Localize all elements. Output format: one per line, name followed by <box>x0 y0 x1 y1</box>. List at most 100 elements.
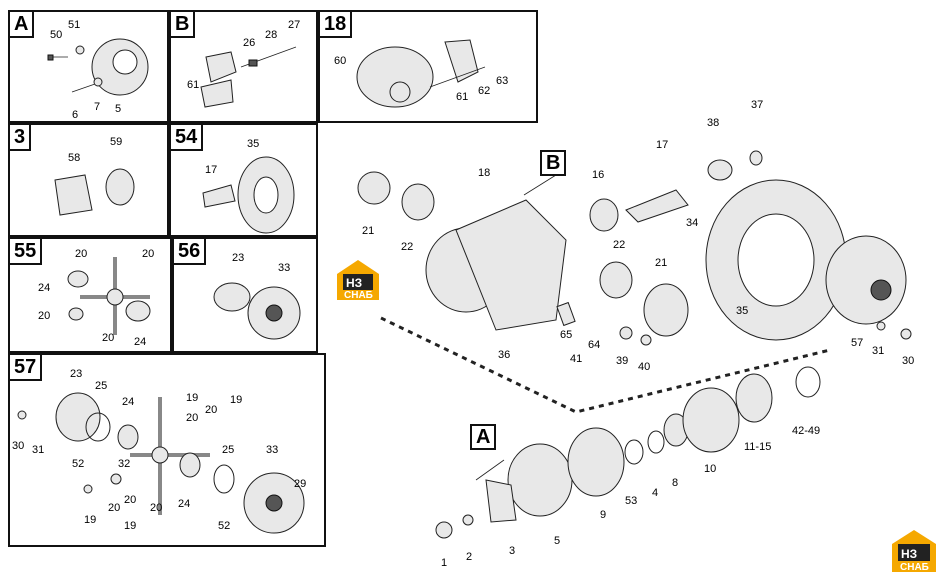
label-26: 26 <box>243 37 255 49</box>
label-20-d: 20 <box>108 502 120 514</box>
panel-57: 57 23 25 19 24 20 19 20 30 31 32 25 52 3… <box>8 353 326 547</box>
label-20-b: 20 <box>142 248 154 260</box>
brand-logo-middle: НЗ СНАБ <box>337 260 379 301</box>
panel-57-drawing: 23 25 19 24 20 19 20 30 31 32 25 52 33 2… <box>12 368 306 534</box>
label-33: 33 <box>278 262 290 274</box>
label-24-a: 24 <box>122 396 134 408</box>
label-7: 7 <box>94 101 100 113</box>
panel-b-drawing: 27 26 28 61 <box>187 19 300 108</box>
label-25-a: 25 <box>95 380 107 392</box>
label-17: 17 <box>205 164 217 176</box>
label-30: 30 <box>902 355 914 367</box>
panel-b-tag: B <box>171 12 196 38</box>
label-31: 31 <box>872 345 884 357</box>
logo-word: СНАБ <box>900 562 929 573</box>
label-39: 39 <box>616 355 628 367</box>
panel-54-tag: 54 <box>171 125 204 151</box>
label-20-b: 20 <box>205 404 217 416</box>
label-27: 27 <box>288 19 300 31</box>
panel-56-drawing: 23 33 <box>213 252 301 340</box>
label-38: 38 <box>707 117 719 129</box>
label-20-d: 20 <box>102 332 114 344</box>
panel-b: B 27 26 28 61 <box>169 10 318 123</box>
yoke <box>485 479 517 523</box>
panel-a-tag: A <box>10 12 35 38</box>
label-29: 29 <box>294 478 306 490</box>
label-20-a: 20 <box>186 412 198 424</box>
label-42-49: 42-49 <box>792 425 820 437</box>
panel-56: 56 23 33 <box>172 237 318 353</box>
logo-letters: НЗ <box>901 547 917 561</box>
label-25-b: 25 <box>222 444 234 456</box>
label-63: 63 <box>496 75 508 87</box>
label-40: 40 <box>638 361 650 373</box>
label-28: 28 <box>265 29 277 41</box>
label-36: 36 <box>498 349 510 361</box>
panel-56-tag: 56 <box>174 239 207 265</box>
label-30: 30 <box>12 440 24 452</box>
label-52-b: 52 <box>218 520 230 532</box>
callout-b: B <box>540 150 567 176</box>
label-5: 5 <box>554 535 560 547</box>
label-6: 6 <box>72 109 78 121</box>
label-50: 50 <box>50 29 62 41</box>
label-61: 61 <box>187 79 199 91</box>
panel-3: 3 58 59 <box>8 123 169 237</box>
label-8: 8 <box>672 477 678 489</box>
main-exploded-view: 37 38 17 18 16 21 22 34 22 21 35 65 64 4… <box>357 99 914 569</box>
logo-word: СНАБ <box>344 290 373 301</box>
label-20-c: 20 <box>124 494 136 506</box>
label-18: 18 <box>478 167 490 179</box>
label-59: 59 <box>110 136 122 148</box>
label-35: 35 <box>736 305 748 317</box>
label-24-b: 24 <box>178 498 190 510</box>
diff-case <box>825 235 907 325</box>
label-21-a: 21 <box>362 225 374 237</box>
label-57: 57 <box>851 337 863 349</box>
label-23: 23 <box>232 252 244 264</box>
label-20-a: 20 <box>75 248 87 260</box>
label-22-b: 22 <box>613 239 625 251</box>
label-3: 3 <box>509 545 515 557</box>
panel-3-drawing: 58 59 <box>54 136 135 216</box>
label-4: 4 <box>652 487 658 499</box>
label-11-15: 11-15 <box>744 441 771 453</box>
label-23: 23 <box>70 368 82 380</box>
label-31: 31 <box>32 444 44 456</box>
label-19-b: 19 <box>230 394 242 406</box>
label-65: 65 <box>560 329 572 341</box>
label-35: 35 <box>247 138 259 150</box>
label-1: 1 <box>441 557 447 569</box>
logo-letters: НЗ <box>346 276 362 290</box>
output-flange <box>507 443 573 517</box>
label-61: 61 <box>456 91 468 103</box>
panel-54-drawing: 35 17 <box>202 138 295 234</box>
label-9: 9 <box>600 509 606 521</box>
panel-18-drawing: 60 61 62 63 <box>334 39 508 108</box>
label-2: 2 <box>466 551 472 563</box>
brand-logo-corner: НЗ СНАБ <box>892 530 936 573</box>
pinion <box>625 189 689 223</box>
label-51: 51 <box>68 19 80 31</box>
panel-18-tag: 18 <box>320 12 353 38</box>
label-33: 33 <box>266 444 278 456</box>
label-10: 10 <box>704 463 716 475</box>
panel-57-tag: 57 <box>10 355 43 381</box>
label-34: 34 <box>686 217 698 229</box>
flange-hole <box>112 49 138 75</box>
label-24-b: 24 <box>134 336 146 348</box>
axle-housing <box>455 199 567 331</box>
label-41: 41 <box>570 353 582 365</box>
label-37: 37 <box>751 99 763 111</box>
label-19-c: 19 <box>84 514 96 526</box>
callout-a: A <box>470 424 497 450</box>
label-24-a: 24 <box>38 282 50 294</box>
label-62: 62 <box>478 85 490 97</box>
label-5: 5 <box>115 103 121 115</box>
label-19-a: 19 <box>186 392 198 404</box>
label-16: 16 <box>592 169 604 181</box>
label-20-c: 20 <box>38 310 50 322</box>
label-58: 58 <box>68 152 80 164</box>
panel-54: 54 35 17 <box>169 123 318 237</box>
label-64: 64 <box>588 339 600 351</box>
